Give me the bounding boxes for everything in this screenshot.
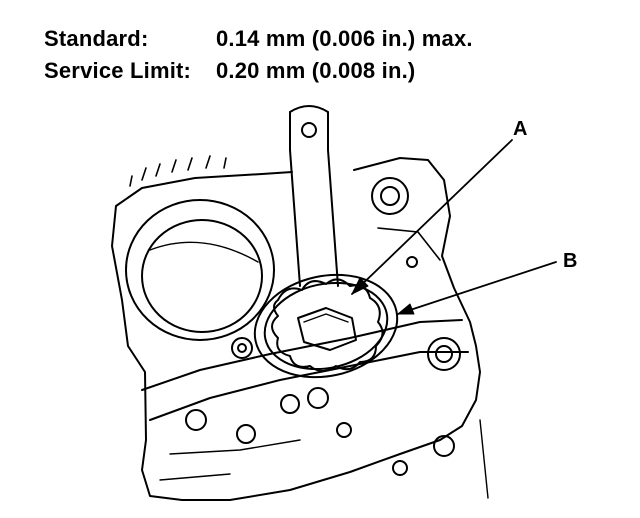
pump-body-inner: [263, 281, 389, 371]
callout-label-b: B: [563, 250, 578, 272]
spec-service-limit-value: 0.20 mm (0.008 in.): [216, 58, 416, 83]
outer-rotor: [271, 278, 384, 372]
leader-line-a: [351, 139, 513, 295]
spec-standard-label: Standard:: [44, 26, 149, 51]
feeler-gauge: [289, 105, 339, 287]
leader-line-b: [397, 261, 557, 315]
spec-service-limit: Service Limit: 0.20 mm (0.008 in.): [44, 58, 415, 84]
boss-upper: [371, 177, 409, 215]
spec-service-limit-label: Service Limit:: [44, 58, 192, 83]
housing-fins: [129, 155, 227, 187]
large-bore-inner: [141, 219, 263, 333]
inner-rotor-hex: [297, 307, 357, 351]
large-bore: [125, 199, 275, 341]
flange-holes: [185, 387, 455, 476]
housing-outline: [111, 157, 481, 501]
pump-body-outer: [253, 273, 399, 379]
boss-lower: [427, 337, 461, 371]
gasket-flange: [141, 319, 469, 421]
callout-label-a: A: [513, 118, 528, 140]
feeler-gauge-hole: [301, 122, 317, 138]
fitting: [231, 337, 253, 359]
leader-arrow-a: [351, 277, 369, 295]
spec-standard-value: 0.14 mm (0.006 in.) max.: [216, 26, 473, 51]
leader-arrow-b: [397, 303, 415, 315]
spec-standard: Standard: 0.14 mm (0.006 in.) max.: [44, 26, 473, 52]
